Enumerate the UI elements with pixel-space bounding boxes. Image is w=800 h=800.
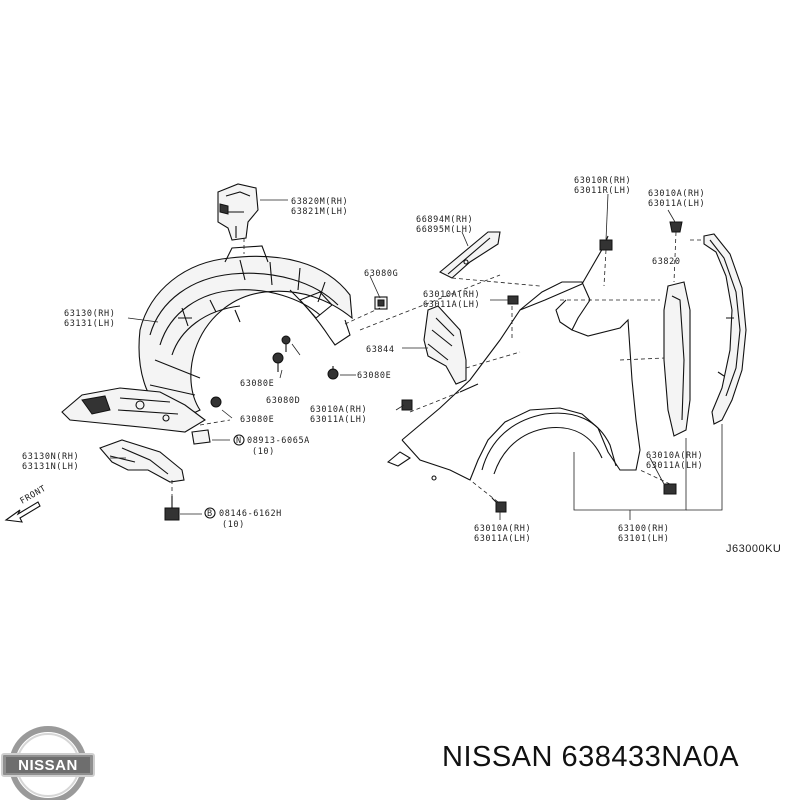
callout-63011r: 63011R(LH) bbox=[574, 186, 631, 196]
callout-63844: 63844 bbox=[366, 345, 395, 355]
callout-63080e-c: 63080E bbox=[240, 415, 274, 425]
n-symbol: N bbox=[236, 436, 242, 446]
screw-63010a-fr-part bbox=[491, 497, 507, 513]
callout-63010a-top: 63010A(RH) bbox=[648, 189, 705, 199]
callout-63080d: 63080D bbox=[266, 396, 300, 406]
callout-08146-qty: (10) bbox=[222, 520, 245, 530]
callout-63131: 63131(LH) bbox=[64, 319, 115, 329]
bracket-63130n-part bbox=[99, 439, 185, 483]
b-symbol: B bbox=[207, 509, 213, 519]
callout-labels: 63820M(RH) 63821M(LH) 66894M(RH) 66895M(… bbox=[4, 176, 781, 555]
callout-66895m: 66895M(LH) bbox=[416, 225, 473, 235]
callout-63131n: 63131N(LH) bbox=[22, 462, 79, 472]
callout-63080g: 63080G bbox=[364, 269, 398, 279]
callout-63011a-mid: 63011A(LH) bbox=[423, 300, 480, 310]
callout-63820m: 63820M(RH) bbox=[291, 197, 348, 207]
leader-lines bbox=[110, 193, 723, 520]
fender-protector-part bbox=[61, 245, 353, 433]
callout-66894m: 66894M(RH) bbox=[416, 215, 473, 225]
front-arrow-icon bbox=[4, 501, 41, 523]
callout-63011a-low: 63011A(LH) bbox=[310, 415, 367, 425]
bracket-63820m-part bbox=[217, 183, 259, 241]
callout-63100: 63100(RH) bbox=[618, 524, 669, 534]
bracket-63844-part bbox=[423, 305, 467, 385]
callout-63010a-mid: 63010A(RH) bbox=[423, 290, 480, 300]
diagram-code: J63000KU bbox=[726, 543, 781, 555]
screw-63080e-b-part bbox=[327, 366, 339, 380]
clip-08913-part bbox=[191, 429, 211, 445]
screw-63080e-a-part bbox=[272, 352, 284, 372]
callout-08913-qty: (10) bbox=[252, 447, 275, 457]
callout-63010a-fr: 63010A(RH) bbox=[474, 524, 531, 534]
callout-63010a-low: 63010A(RH) bbox=[310, 405, 367, 415]
callout-63011a-fr: 63011A(LH) bbox=[474, 534, 531, 544]
callout-63101: 63101(LH) bbox=[618, 534, 669, 544]
insulator-63820-part bbox=[663, 281, 691, 437]
front-fender-part bbox=[386, 235, 641, 481]
dashed-guides bbox=[171, 231, 704, 503]
screw-63010a-bot-part bbox=[663, 483, 677, 495]
callout-63010a-bot: 63010A(RH) bbox=[646, 451, 703, 461]
callout-63130n: 63130N(RH) bbox=[22, 452, 79, 462]
clip-63010r-part bbox=[599, 239, 613, 251]
callout-63010r: 63010R(RH) bbox=[574, 176, 631, 186]
fender-trim-63100-part bbox=[703, 233, 747, 425]
callout-63080e-a: 63080E bbox=[240, 379, 274, 389]
screw-63010a-mid-part bbox=[507, 295, 519, 305]
part-number-title: NISSAN 638433NA0A bbox=[442, 741, 740, 773]
callout-63130: 63130(RH) bbox=[64, 309, 115, 319]
callout-08146: 08146-6162H bbox=[219, 509, 282, 519]
callout-63011a-bot: 63011A(LH) bbox=[646, 461, 703, 471]
brand-name: NISSAN bbox=[18, 757, 78, 774]
screw-63080d-part bbox=[281, 335, 291, 352]
nissan-logo-icon: NISSAN bbox=[1, 726, 95, 800]
callout-63011a-top: 63011A(LH) bbox=[648, 199, 705, 209]
front-label: FRONT bbox=[19, 484, 49, 507]
clip-63080g-part bbox=[374, 296, 388, 310]
screw-63010a-top-part bbox=[669, 221, 683, 233]
screw-63080e-c-part bbox=[210, 396, 222, 408]
callout-63820: 63820 bbox=[652, 257, 681, 267]
seal-66894m-part bbox=[439, 231, 501, 279]
callout-63080e-b: 63080E bbox=[357, 371, 391, 381]
bolt-08146-part bbox=[164, 496, 180, 521]
callout-08913: 08913-6065A bbox=[247, 436, 310, 446]
callout-63821m: 63821M(LH) bbox=[291, 207, 348, 217]
